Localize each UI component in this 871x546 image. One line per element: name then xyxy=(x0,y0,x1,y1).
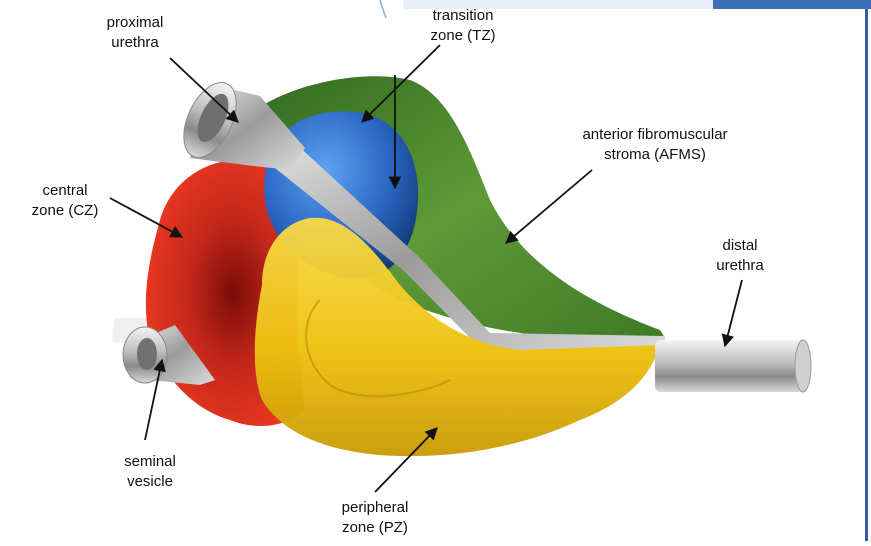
label-line: transition xyxy=(408,6,518,26)
label-line: zone (PZ) xyxy=(325,518,425,538)
label-peripheral-zone: peripheral zone (PZ) xyxy=(325,498,425,538)
label-line: seminal xyxy=(110,452,190,472)
frame-bar-accent xyxy=(713,0,871,9)
label-proximal-urethra: proximal urethra xyxy=(95,13,175,53)
label-seminal-vesicle: seminal vesicle xyxy=(110,452,190,492)
label-line: urethra xyxy=(95,33,175,53)
frame-curve xyxy=(380,0,386,18)
label-line: distal xyxy=(700,236,780,256)
label-central-zone: central zone (CZ) xyxy=(20,181,110,221)
label-line: zone (CZ) xyxy=(20,201,110,221)
arrow-distal-urethra xyxy=(725,280,742,346)
label-line: peripheral xyxy=(325,498,425,518)
label-distal-urethra: distal urethra xyxy=(700,236,780,276)
distal-urethra-tube xyxy=(655,340,805,392)
label-line: stroma (AFMS) xyxy=(560,145,750,165)
label-line: zone (TZ) xyxy=(408,26,518,46)
label-afms: anterior fibromuscular stroma (AFMS) xyxy=(560,125,750,165)
seminal-vesicle-lumen xyxy=(137,338,157,370)
frame-right-edge xyxy=(865,9,868,541)
label-line: urethra xyxy=(700,256,780,276)
distal-urethra-end xyxy=(795,340,811,392)
label-transition-zone: transition zone (TZ) xyxy=(408,6,518,46)
label-line: central xyxy=(20,181,110,201)
label-line: proximal xyxy=(95,13,175,33)
arrow-afms xyxy=(506,170,592,243)
label-line: vesicle xyxy=(110,472,190,492)
label-line: anterior fibromuscular xyxy=(560,125,750,145)
